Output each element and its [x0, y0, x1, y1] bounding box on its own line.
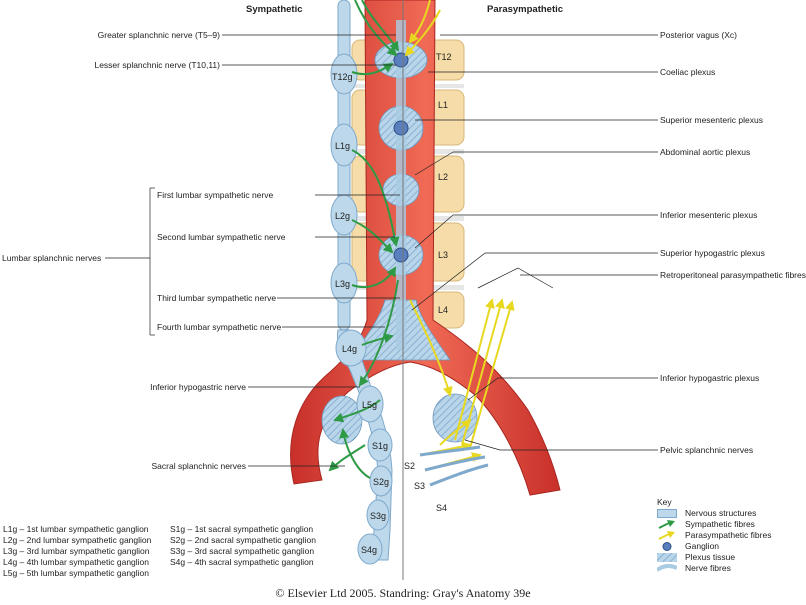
- abbreviation-legend-sacral: S1g – 1st sacral sympathetic ganglion S2…: [170, 524, 316, 568]
- ganglion-label: S1g: [372, 441, 389, 451]
- legend-line: S3g – 3rd sacral sympathetic ganglion: [170, 546, 315, 556]
- ganglion-label: L2g: [335, 211, 351, 221]
- parasympathetic-arrow-icon: [658, 531, 675, 540]
- key-item-label: Ganglion: [685, 541, 720, 551]
- label-superior-mesenteric-plexus: Superior mesenteric plexus: [660, 115, 763, 125]
- label-second-lumbar-sympathetic-nerve: Second lumbar sympathetic nerve: [157, 232, 286, 242]
- parasympathetic-fibres: [404, 0, 515, 471]
- key-title: Key: [657, 497, 672, 507]
- ganglion-label: L1g: [335, 141, 351, 151]
- left-leader-lines: [105, 34, 400, 467]
- ganglion-label: T12g: [332, 72, 353, 82]
- key-item-label: Sympathetic fibres: [685, 519, 755, 529]
- label-greater-splanchnic-nerve: Greater splanchnic nerve (T5–9): [97, 30, 220, 40]
- label-inferior-hypogastric-nerve: Inferior hypogastric nerve: [150, 382, 246, 392]
- vertebra-label: L4: [438, 305, 449, 315]
- legend-line: L1g – 1st lumbar sympathetic ganglion: [3, 524, 149, 534]
- label-lumbar-splanchnic-nerves: Lumbar splanchnic nerves: [2, 253, 102, 263]
- label-sacral-splanchnic-nerves: Sacral splanchnic nerves: [151, 461, 247, 471]
- sympathetic-trunk: [330, 0, 393, 565]
- plexus-hatch-icon: [657, 553, 677, 562]
- ganglion-label: S3g: [370, 511, 387, 521]
- ganglion-label: L5g: [362, 400, 378, 410]
- right-leader-lines: [411, 34, 658, 451]
- sacral-nerve-label: S2: [404, 461, 416, 471]
- key-item-label: Nervous structures: [685, 508, 757, 518]
- vertebra-label: L2: [438, 172, 449, 182]
- ganglion-label: S4g: [361, 545, 378, 555]
- sympathetic-fibres: [328, 0, 400, 479]
- label-retroperitoneal-parasympathetic-fibres: Retroperitoneal parasympathetic fibres: [660, 270, 806, 280]
- header-parasympathetic: Parasympathetic: [487, 4, 564, 15]
- legend-line: L4g – 4th lumbar sympathetic ganglion: [3, 557, 150, 567]
- key-item-nervous-structures: Nervous structures: [657, 508, 771, 519]
- vertebra-label: L3: [438, 250, 449, 260]
- legend-line: S1g – 1st sacral sympathetic ganglion: [170, 524, 314, 534]
- vertebra-label: L1: [438, 100, 449, 110]
- key-legend: Key Nervous structures Sympathetic fibre…: [657, 496, 771, 574]
- label-pelvic-splanchnic-nerves: Pelvic splanchnic nerves: [660, 445, 754, 455]
- key-item-ganglion: Ganglion: [657, 541, 771, 552]
- sacral-nerve-label: S4: [436, 503, 448, 513]
- sympathetic-arrow-icon: [658, 520, 675, 529]
- header-sympathetic: Sympathetic: [246, 4, 303, 15]
- legend-line: L2g – 2nd lumbar sympathetic ganglion: [3, 535, 152, 545]
- legend-line: L5g – 5th lumbar sympathetic ganglion: [3, 568, 150, 578]
- label-third-lumbar-sympathetic-nerve: Third lumbar sympathetic nerve: [157, 293, 277, 303]
- ganglion-label: S2g: [373, 477, 390, 487]
- key-item-plexus-tissue: Plexus tissue: [657, 552, 771, 563]
- nervous-structure-icon: [657, 509, 677, 518]
- label-fourth-lumbar-sympathetic-nerve: Fourth lumbar sympathetic nerve: [157, 322, 282, 332]
- ganglion-label: L4g: [342, 344, 358, 354]
- pelvic-nerve-bundles: [419, 445, 489, 487]
- nerve-fibre-icon: [657, 564, 677, 572]
- key-item-label: Plexus tissue: [685, 552, 736, 562]
- legend-line: L3g – 3rd lumbar sympathetic ganglion: [3, 546, 150, 556]
- label-coeliac-plexus: Coeliac plexus: [660, 67, 716, 77]
- legend-line: S4g – 4th sacral sympathetic ganglion: [170, 557, 314, 567]
- key-item-nerve-fibres: Nerve fibres: [657, 563, 771, 574]
- ganglion-label: L3g: [335, 279, 351, 289]
- label-first-lumbar-sympathetic-nerve: First lumbar sympathetic nerve: [157, 190, 274, 200]
- key-item-label: Parasympathetic fibres: [685, 530, 772, 540]
- key-item-parasympathetic-fibres: Parasympathetic fibres: [657, 530, 771, 541]
- label-posterior-vagus: Posterior vagus (Xc): [660, 30, 737, 40]
- label-superior-hypogastric-plexus: Superior hypogastric plexus: [660, 248, 765, 258]
- copyright-footer: © Elsevier Ltd 2005. Standring: Gray's A…: [275, 586, 531, 600]
- label-abdominal-aortic-plexus: Abdominal aortic plexus: [660, 147, 751, 157]
- vertebra-label: T12: [436, 52, 452, 62]
- key-item-sympathetic-fibres: Sympathetic fibres: [657, 519, 771, 530]
- label-inferior-mesenteric-plexus: Inferior mesenteric plexus: [660, 210, 758, 220]
- sacral-nerve-label: S3: [414, 481, 426, 491]
- legend-line: S2g – 2nd sacral sympathetic ganglion: [170, 535, 317, 545]
- label-inferior-hypogastric-plexus: Inferior hypogastric plexus: [660, 373, 760, 383]
- key-item-label: Nerve fibres: [685, 563, 731, 573]
- ganglion-dot-icon: [662, 542, 672, 551]
- label-lesser-splanchnic-nerve: Lesser splanchnic nerve (T10,11): [94, 60, 220, 70]
- ganglia-dots: [393, 52, 409, 263]
- abbreviation-legend-lumbar: L1g – 1st lumbar sympathetic ganglion L2…: [3, 524, 151, 579]
